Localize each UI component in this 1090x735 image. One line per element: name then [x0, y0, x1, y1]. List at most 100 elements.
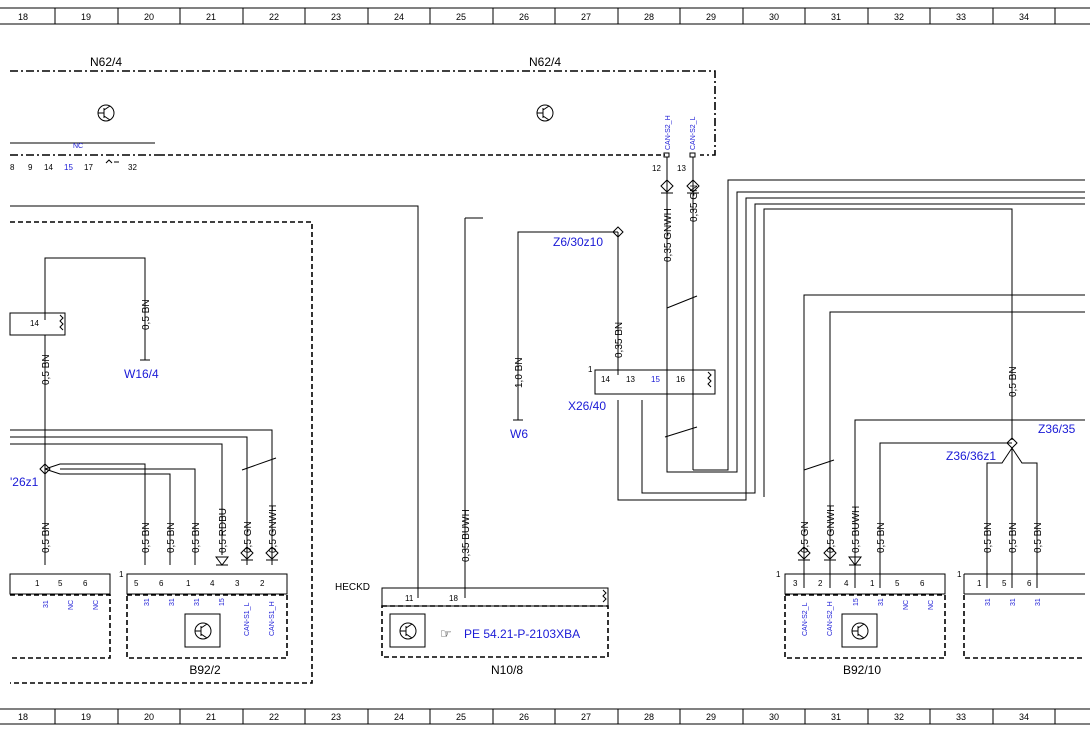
grid-col-label: 20 [144, 712, 154, 722]
wire-label: 0,5 RDBU [218, 508, 229, 553]
pe-reference-link[interactable]: PE 54.21-P-2103XBA [464, 627, 580, 641]
left-conn-sig: NC [68, 600, 75, 610]
b92-10-pin: 2 [818, 579, 823, 588]
n62-nc-label: NC [73, 143, 83, 150]
w6-label: W6 [510, 427, 528, 441]
top-grid-ruler: 18 19 20 21 22 23 24 25 26 27 28 29 30 3… [0, 7, 1090, 25]
bus-wires-right [617, 179, 1085, 565]
b92-2-sig: 31 [194, 598, 201, 606]
grid-col-label: 24 [394, 12, 404, 22]
b92-2-pin: 1 [186, 579, 191, 588]
grid-col-label: 32 [894, 12, 904, 22]
wire-label: 0,5 BN [1008, 366, 1019, 397]
grid-col-label: 33 [956, 712, 966, 722]
right-conn-sig: 31 [985, 598, 992, 606]
w16-4-label: W16/4 [124, 367, 159, 381]
right-conn-pin-one: 1 [957, 570, 962, 579]
b92-2-pin-one: 1 [119, 570, 124, 579]
b92-2-sig: 31 [144, 598, 151, 606]
wire-label: 0,5 GN [800, 521, 811, 553]
left-conn-pin: 6 [83, 579, 88, 588]
x26-pin: 16 [676, 375, 685, 384]
grid-col-label: 29 [706, 12, 716, 22]
grid-col-label: 18 [18, 12, 28, 22]
b92-10-pin-one: 1 [776, 570, 781, 579]
can-s2-wires: 0,35 GNWH 0,35 GN [660, 157, 700, 470]
right-conn-pin: 1 [977, 579, 982, 588]
b92-10-sig: NC [928, 600, 935, 610]
grid-col-label: 26 [519, 712, 529, 722]
left-conn-sig: NC [93, 600, 100, 610]
b92-2-label: B92/2 [189, 663, 221, 677]
z36-36z1-label: Z36/36z1 [946, 449, 996, 463]
grid-col-label: 30 [769, 12, 779, 22]
left-conn-pin: 1 [35, 579, 40, 588]
b92-2-sig: 31 [169, 598, 176, 606]
x26-pin: 14 [601, 375, 610, 384]
transistor-icon [851, 622, 869, 640]
n62-can-l-label: CAN-S2_L [690, 116, 697, 150]
n62-pin: 15 [64, 163, 73, 172]
b92-10-sig: CAN-S2_H [827, 601, 834, 636]
n10-pin: 18 [449, 594, 458, 603]
wire-label: 0,35 GN [689, 185, 700, 222]
wire-label: 0,5 BN [876, 522, 887, 553]
x26-40-label: X26/40 [568, 399, 606, 413]
transistor-icon [194, 622, 212, 640]
n62-pin-12: 12 [652, 164, 661, 173]
wire-label: 0,5 GNWH [826, 505, 837, 553]
b92-10-pin: 5 [895, 579, 900, 588]
grid-col-label: 19 [81, 712, 91, 722]
grid-col-label: 31 [831, 12, 841, 22]
left-26z1-label: '26z1 [10, 475, 39, 489]
left-connector: 1 5 6 31 NC NC [9, 573, 111, 659]
wire-label: 0,5 BN [191, 522, 202, 553]
b92-2-pin: 5 [134, 579, 139, 588]
x26-pin-one: 1 [588, 365, 593, 374]
n62-pin-13: 13 [677, 164, 686, 173]
n10-pin: 11 [405, 594, 414, 603]
left-conn-sig: 31 [43, 600, 50, 608]
grid-col-label: 31 [831, 712, 841, 722]
b92-2-sig: CAN-S1_H [269, 601, 276, 636]
grid-col-label: 22 [269, 12, 279, 22]
w16-pin: 14 [30, 319, 39, 328]
b92-2-pin: 4 [210, 579, 215, 588]
x26-pin: 13 [626, 375, 635, 384]
grid-col-label: 21 [206, 712, 216, 722]
n62-can-h-label: CAN-S2_H [665, 115, 672, 150]
grid-col-label: 28 [644, 712, 654, 722]
wire-label: 0,5 BN [1008, 522, 1019, 553]
grid-col-label: 27 [581, 712, 591, 722]
grid-col-label: 30 [769, 712, 779, 722]
wire-label: 0,35 GNWH [663, 208, 674, 262]
b92-10-sig: 31 [878, 598, 885, 606]
grid-col-label: 27 [581, 12, 591, 22]
grid-col-label: 34 [1019, 712, 1029, 722]
n62-4-label-left: N62/4 [90, 55, 122, 69]
b92-2-pin: 2 [260, 579, 265, 588]
n62-pin: 9 [28, 163, 33, 172]
x26-40-connector: Z6/30z10 0,35 BN 1,0 BN W6 1 14 13 15 16… [510, 226, 716, 441]
wire-label: 0,5 GNWH [268, 505, 279, 553]
b92-2-sensor: 1 5 6 1 4 3 2 31 31 31 15 CAN-S1_L CAN-S… [119, 570, 288, 677]
wire-label: 0,35 BUWH [461, 509, 472, 562]
b92-2-sig: 15 [219, 598, 226, 606]
grid-col-label: 21 [206, 12, 216, 22]
grid-col-label: 20 [144, 12, 154, 22]
grid-col-label: 25 [456, 12, 466, 22]
left-conn-pin: 5 [58, 579, 63, 588]
wire-label: 0,5 BN [166, 522, 177, 553]
right-conn-pin: 5 [1002, 579, 1007, 588]
wire-label: 0,5 BN [141, 299, 152, 330]
transistor-icon [536, 104, 554, 122]
wire-label: 0,5 BUWH [851, 506, 862, 553]
b92-10-pin: 3 [793, 579, 798, 588]
b92-2-pin: 6 [159, 579, 164, 588]
grid-col-label: 25 [456, 712, 466, 722]
x26-pin: 15 [651, 375, 660, 384]
heckd-label: HECKD [335, 582, 370, 593]
wire-label: 0,5 BN [41, 522, 52, 553]
b92-10-label: B92/10 [843, 663, 881, 677]
